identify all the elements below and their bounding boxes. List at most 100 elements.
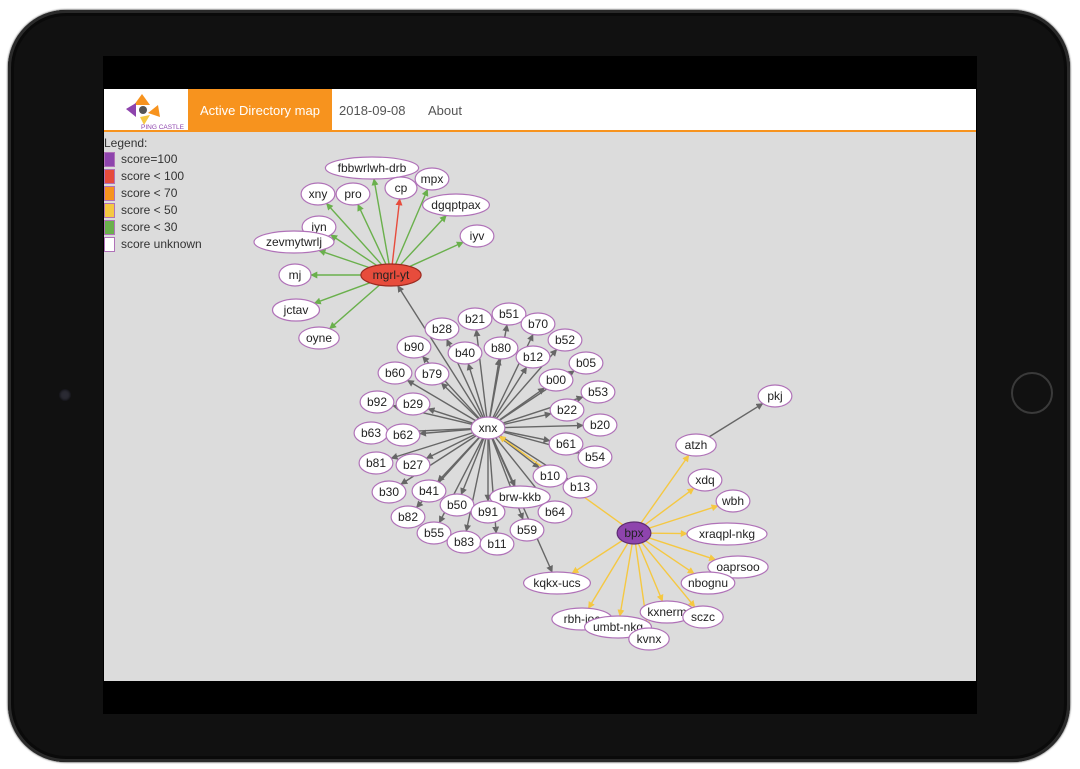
node-label: b70 bbox=[528, 317, 548, 331]
edge-atzh-to-pkj bbox=[708, 402, 764, 438]
tab-active-directory-map[interactable]: Active Directory map bbox=[188, 89, 332, 131]
graph-node-b90[interactable]: b90 bbox=[396, 335, 432, 359]
graph-node-b00[interactable]: b00 bbox=[538, 368, 574, 392]
graph-node-mpx[interactable]: mpx bbox=[414, 167, 450, 191]
node-label: b29 bbox=[403, 397, 423, 411]
graph-node-nbognu[interactable]: nbognu bbox=[680, 571, 736, 595]
graph-node-b05[interactable]: b05 bbox=[568, 351, 604, 375]
bottom-bar bbox=[104, 681, 976, 712]
graph-node-bpx[interactable]: bpx bbox=[616, 521, 652, 545]
graph-node-b12[interactable]: b12 bbox=[515, 345, 551, 369]
graph-node-brw-kkb[interactable]: brw-kkb bbox=[489, 485, 551, 509]
graph-node-b81[interactable]: b81 bbox=[358, 451, 394, 475]
graph-node-zevmytwrlj[interactable]: zevmytwrlj bbox=[253, 230, 335, 254]
graph-node-b61[interactable]: b61 bbox=[548, 432, 584, 456]
node-shape bbox=[757, 384, 793, 408]
graph-node-dgqptpax[interactable]: dgqptpax bbox=[422, 193, 491, 217]
node-label: b27 bbox=[403, 458, 423, 472]
graph-node-fbbwrlwh-drb[interactable]: fbbwrlwh-drb bbox=[324, 156, 420, 180]
edge-mgrl-yt-to-iyn bbox=[330, 234, 377, 266]
graph-node-b83[interactable]: b83 bbox=[446, 530, 482, 554]
node-label: b59 bbox=[517, 523, 537, 537]
graph-node-b70[interactable]: b70 bbox=[520, 312, 556, 336]
edge-mgrl-yt-to-oyne bbox=[329, 284, 380, 330]
edge-xnx-to-b00 bbox=[499, 387, 546, 421]
edge-mgrl-yt-to-dgqptpax bbox=[400, 215, 447, 266]
graph-node-b60[interactable]: b60 bbox=[377, 361, 413, 385]
graph-node-b92[interactable]: b92 bbox=[359, 390, 395, 414]
graph-node-pkj[interactable]: pkj bbox=[757, 384, 793, 408]
graph-node-b50[interactable]: b50 bbox=[439, 493, 475, 517]
graph-node-b22[interactable]: b22 bbox=[549, 398, 585, 422]
graph-node-cp[interactable]: cp bbox=[384, 176, 418, 200]
graph-node-xraqpl-nkg[interactable]: xraqpl-nkg bbox=[686, 522, 768, 546]
graph-node-atzh[interactable]: atzh bbox=[675, 433, 717, 457]
graph-node-b20[interactable]: b20 bbox=[582, 413, 618, 437]
graph-node-b63[interactable]: b63 bbox=[353, 421, 389, 445]
graph-node-sczc[interactable]: sczc bbox=[682, 605, 724, 629]
tab-date[interactable]: 2018-09-08 bbox=[339, 103, 406, 118]
graph-node-b51[interactable]: b51 bbox=[491, 302, 527, 326]
graph-node-b82[interactable]: b82 bbox=[390, 505, 426, 529]
graph-node-mgrl-yt[interactable]: mgrl-yt bbox=[360, 263, 422, 287]
graph-node-b91[interactable]: b91 bbox=[470, 500, 506, 524]
graph-node-b41[interactable]: b41 bbox=[411, 479, 447, 503]
graph-node-jctav[interactable]: jctav bbox=[271, 298, 321, 322]
home-button[interactable] bbox=[1011, 372, 1053, 414]
graph-node-b13[interactable]: b13 bbox=[562, 475, 598, 499]
graph-node-xny[interactable]: xny bbox=[300, 182, 336, 206]
legend-item-score-lt-100: score < 100 bbox=[104, 168, 202, 185]
graph-node-b21[interactable]: b21 bbox=[457, 307, 493, 331]
node-label: iyn bbox=[311, 220, 326, 234]
tab-about[interactable]: About bbox=[428, 103, 462, 118]
graph-node-b64[interactable]: b64 bbox=[537, 500, 573, 524]
node-shape bbox=[707, 555, 769, 579]
legend-label: score < 50 bbox=[121, 203, 178, 217]
node-shape bbox=[523, 571, 592, 595]
graph-node-b40[interactable]: b40 bbox=[447, 341, 483, 365]
node-label: b83 bbox=[454, 535, 474, 549]
edge-bpx-to-kxnerm bbox=[637, 543, 664, 602]
graph-node-mj[interactable]: mj bbox=[278, 263, 312, 287]
graph-node-b80[interactable]: b80 bbox=[483, 336, 519, 360]
graph-node-kvnx[interactable]: kvnx bbox=[628, 627, 670, 651]
graph-node-b59[interactable]: b59 bbox=[509, 518, 545, 542]
node-label: b82 bbox=[398, 510, 418, 524]
graph-node-b54[interactable]: b54 bbox=[577, 445, 613, 469]
graph-node-pro[interactable]: pro bbox=[335, 182, 371, 206]
node-shape bbox=[395, 392, 431, 416]
edge-mgrl-yt-to-fbbwrlwh-drb bbox=[371, 178, 390, 265]
graph-node-xdq[interactable]: xdq bbox=[687, 468, 723, 492]
graph-node-b52[interactable]: b52 bbox=[547, 328, 583, 352]
graph-node-b55[interactable]: b55 bbox=[416, 521, 452, 545]
graph-node-b79[interactable]: b79 bbox=[414, 362, 450, 386]
node-label: mgrl-yt bbox=[373, 268, 410, 282]
graph-node-wbh[interactable]: wbh bbox=[715, 489, 751, 513]
graph-node-b27[interactable]: b27 bbox=[395, 453, 431, 477]
graph-node-b62[interactable]: b62 bbox=[385, 423, 421, 447]
graph-node-b29[interactable]: b29 bbox=[395, 392, 431, 416]
legend-item-score-lt-50: score < 50 bbox=[104, 202, 202, 219]
edge-xnx-to-b79 bbox=[440, 382, 480, 420]
ping-castle-logo[interactable]: PING CASTLE bbox=[122, 91, 188, 131]
node-label: b52 bbox=[555, 333, 575, 347]
graph-node-xnx[interactable]: xnx bbox=[470, 416, 506, 440]
graph-node-oyne[interactable]: oyne bbox=[298, 326, 340, 350]
node-shape bbox=[686, 522, 768, 546]
node-shape bbox=[580, 380, 616, 404]
edge-bpx-to-xdq bbox=[644, 487, 695, 526]
graph-node-iyv[interactable]: iyv bbox=[459, 224, 495, 248]
graph-node-kxnerm[interactable]: kxnerm bbox=[639, 600, 695, 624]
graph-node-b28[interactable]: b28 bbox=[424, 317, 460, 341]
node-shape bbox=[396, 335, 432, 359]
graph-node-oaprsoo[interactable]: oaprsoo bbox=[707, 555, 769, 579]
node-label: dgqptpax bbox=[431, 198, 480, 212]
graph-node-b30[interactable]: b30 bbox=[371, 480, 407, 504]
node-label: b51 bbox=[499, 307, 519, 321]
graph-node-b10[interactable]: b10 bbox=[532, 464, 568, 488]
legend-swatch bbox=[104, 220, 115, 235]
graph-node-b53[interactable]: b53 bbox=[580, 380, 616, 404]
graph-node-b11[interactable]: b11 bbox=[479, 532, 515, 556]
graph-node-kqkx-ucs[interactable]: kqkx-ucs bbox=[523, 571, 592, 595]
